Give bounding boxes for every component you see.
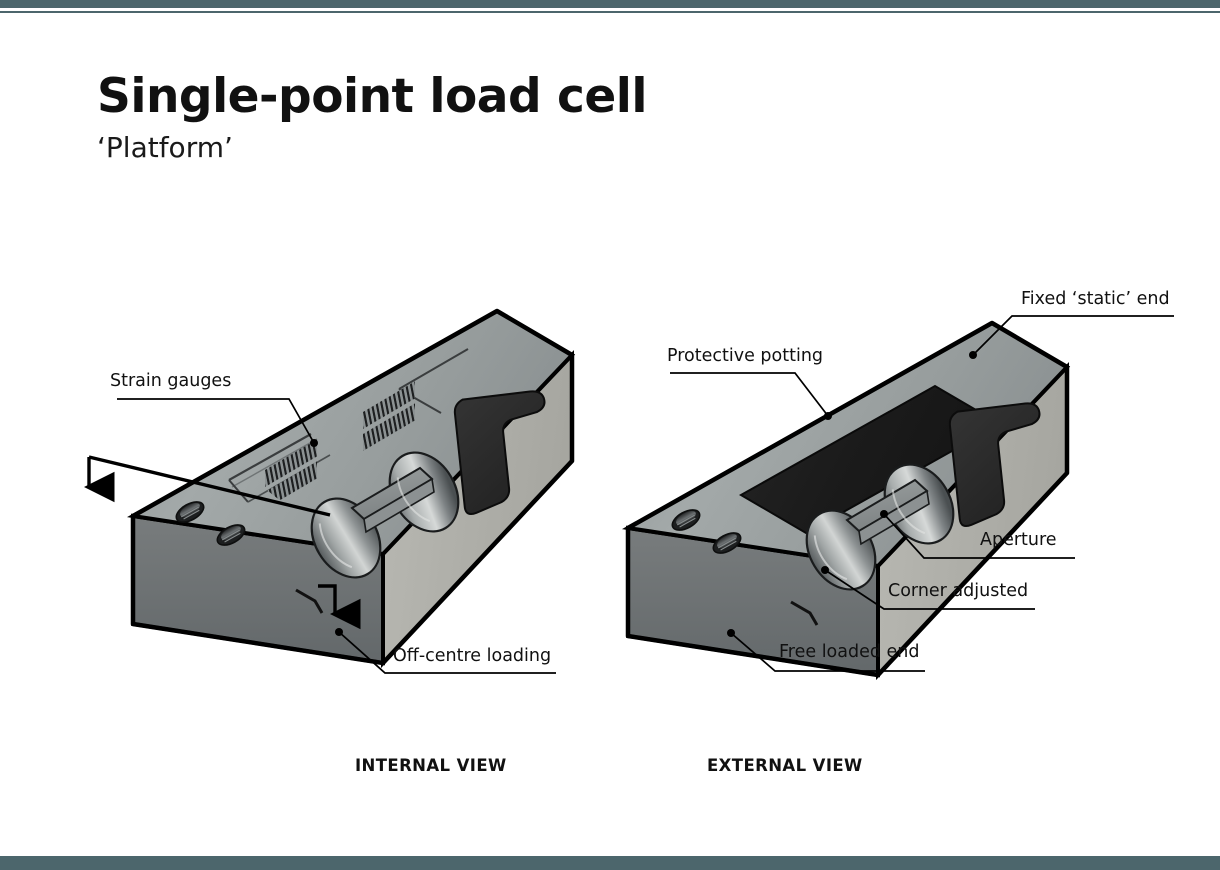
- callout-off-centre-loading: Off-centre loading: [393, 646, 552, 666]
- body-side-face: [876, 361, 1069, 681]
- aperture-slot: [845, 478, 929, 533]
- machined-step-lines: [228, 348, 469, 503]
- aperture-slot: [350, 466, 434, 521]
- mounting-holes-external: [671, 509, 742, 554]
- mounting-holes-internal: [175, 501, 246, 546]
- title-block: Single-point load cell ‘Platform’: [97, 69, 647, 164]
- aperture-bore: [883, 463, 955, 545]
- aperture-slot-floor: [858, 489, 930, 546]
- threaded-hole: [175, 501, 205, 523]
- caption-external-view: EXTERNAL VIEW: [707, 756, 863, 775]
- off-centre-load-arrows: [83, 455, 361, 630]
- internal-view-drawing: [126, 308, 576, 669]
- strain-gauge-patches: [265, 381, 415, 509]
- strain-gauge-grid: [363, 403, 415, 451]
- callout-leaders-internal: [117, 398, 556, 674]
- end-recess-internal: [453, 390, 546, 515]
- callout-free-loaded-end: Free loaded end: [779, 642, 920, 662]
- callout-leaders-external: [670, 315, 1174, 672]
- aperture-cutout-external: [805, 463, 955, 591]
- callout-aperture: Aperture: [980, 530, 1057, 550]
- external-view-drawing: [621, 320, 1071, 681]
- aperture-bore: [805, 509, 877, 591]
- leader-protective-potting: [670, 372, 829, 417]
- leader-dot-free-loaded-end: [727, 629, 735, 637]
- leader-strain-gauges: [117, 398, 315, 444]
- end-recess-external: [948, 402, 1041, 527]
- aperture-bore: [310, 497, 382, 579]
- top-accent-band: [0, 0, 1220, 8]
- body-top-face: [126, 308, 576, 557]
- leader-dot-aperture: [880, 510, 888, 518]
- leader-dot-off-centre-loading: [335, 628, 343, 636]
- leader-fixed-static-end: [972, 315, 1174, 356]
- load-direction-line-bottom: [318, 584, 361, 630]
- load-direction-line-left: [88, 455, 331, 517]
- callout-fixed-static-end: Fixed ‘static’ end: [1021, 289, 1170, 309]
- aperture-cutout-internal: [310, 451, 460, 579]
- recess-hook-shape: [948, 402, 1041, 527]
- caption-internal-view: INTERNAL VIEW: [355, 756, 507, 775]
- threaded-hole: [216, 524, 246, 546]
- strain-gauge-grid: [363, 381, 415, 429]
- recess-hook-shape: [453, 390, 546, 515]
- callout-strain-gauges: Strain gauges: [110, 371, 232, 391]
- aperture-bore: [388, 451, 460, 533]
- leader-dot-corner-adjusted: [821, 566, 829, 574]
- callout-corner-adjusted: Corner adjusted: [888, 581, 1029, 601]
- load-cell-body-internal: [126, 308, 576, 669]
- bottom-accent-band: [0, 856, 1220, 870]
- threaded-hole: [712, 532, 742, 554]
- top-accent-rule: [0, 11, 1220, 13]
- callout-protective-potting: Protective potting: [667, 346, 824, 366]
- page-subtitle: ‘Platform’: [97, 130, 233, 164]
- body-front-face: [131, 513, 385, 666]
- protective-potting: [738, 384, 1003, 535]
- leader-dot-fixed-static-end: [969, 351, 977, 359]
- leader-dot-protective-potting: [824, 412, 832, 420]
- leader-dot-strain-gauges: [310, 439, 318, 447]
- page-title: Single-point load cell: [97, 69, 647, 124]
- load-cell-body-external: [621, 320, 1071, 681]
- aperture-slot-floor: [363, 477, 435, 534]
- strain-gauge-grid: [265, 461, 317, 509]
- strain-gauge-grid: [265, 439, 317, 487]
- body-side-face: [381, 349, 574, 669]
- threaded-hole: [671, 509, 701, 531]
